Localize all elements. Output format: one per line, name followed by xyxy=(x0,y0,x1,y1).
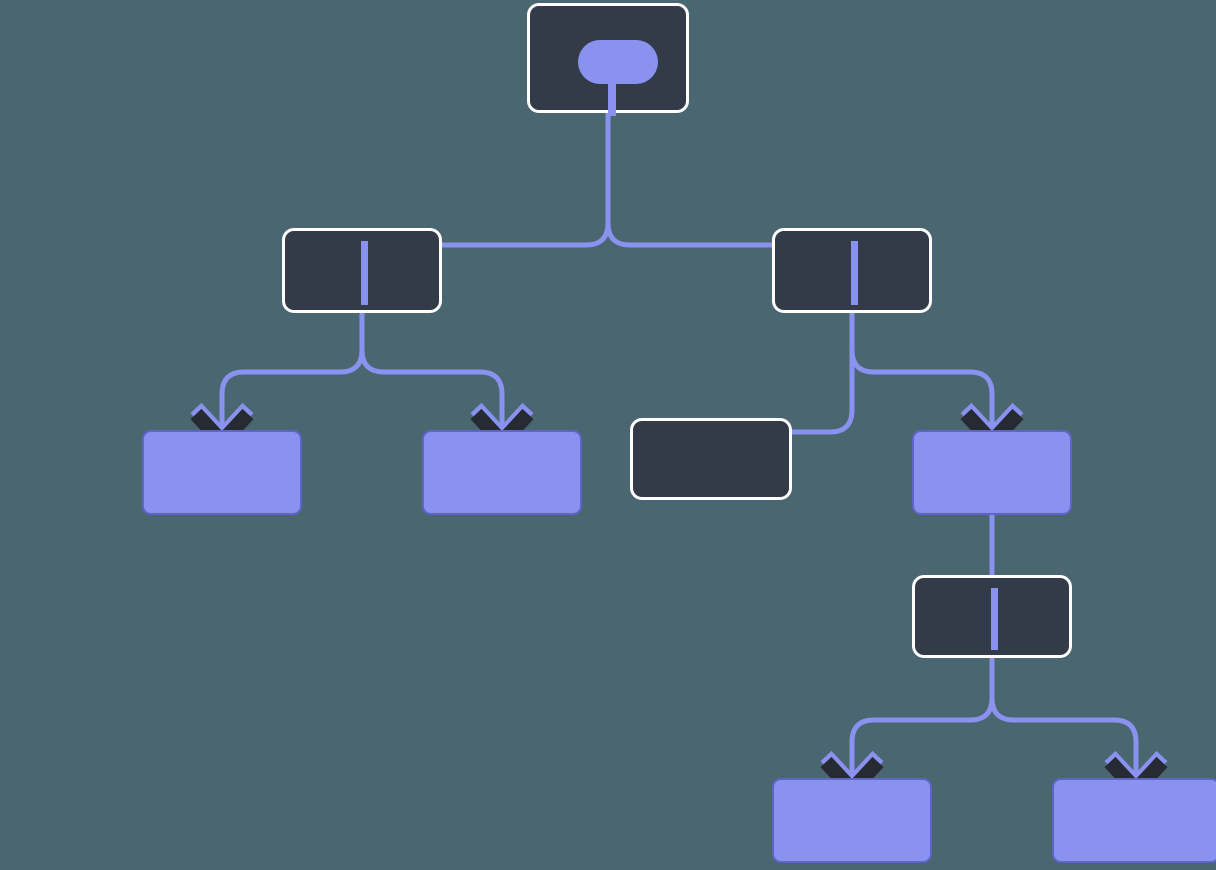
root-stem-glyph xyxy=(608,66,616,116)
root-pill-glyph xyxy=(578,40,658,84)
node-passthrough-bar xyxy=(991,588,998,650)
level3-leaf-b[interactable] xyxy=(422,430,582,515)
level3-dark-node[interactable] xyxy=(630,418,792,500)
level4-dark-node[interactable] xyxy=(912,575,1072,658)
level5-leaf-b-clipped[interactable] xyxy=(1052,778,1216,863)
level2-left-node[interactable] xyxy=(282,228,442,313)
level2-right-node[interactable] xyxy=(772,228,932,313)
node-passthrough-bar xyxy=(851,241,858,305)
level3-leaf-a[interactable] xyxy=(142,430,302,515)
level5-leaf-a[interactable] xyxy=(772,778,932,863)
root-node[interactable] xyxy=(527,3,689,116)
level3-branch-node[interactable] xyxy=(912,430,1072,515)
node-passthrough-bar xyxy=(361,241,368,305)
